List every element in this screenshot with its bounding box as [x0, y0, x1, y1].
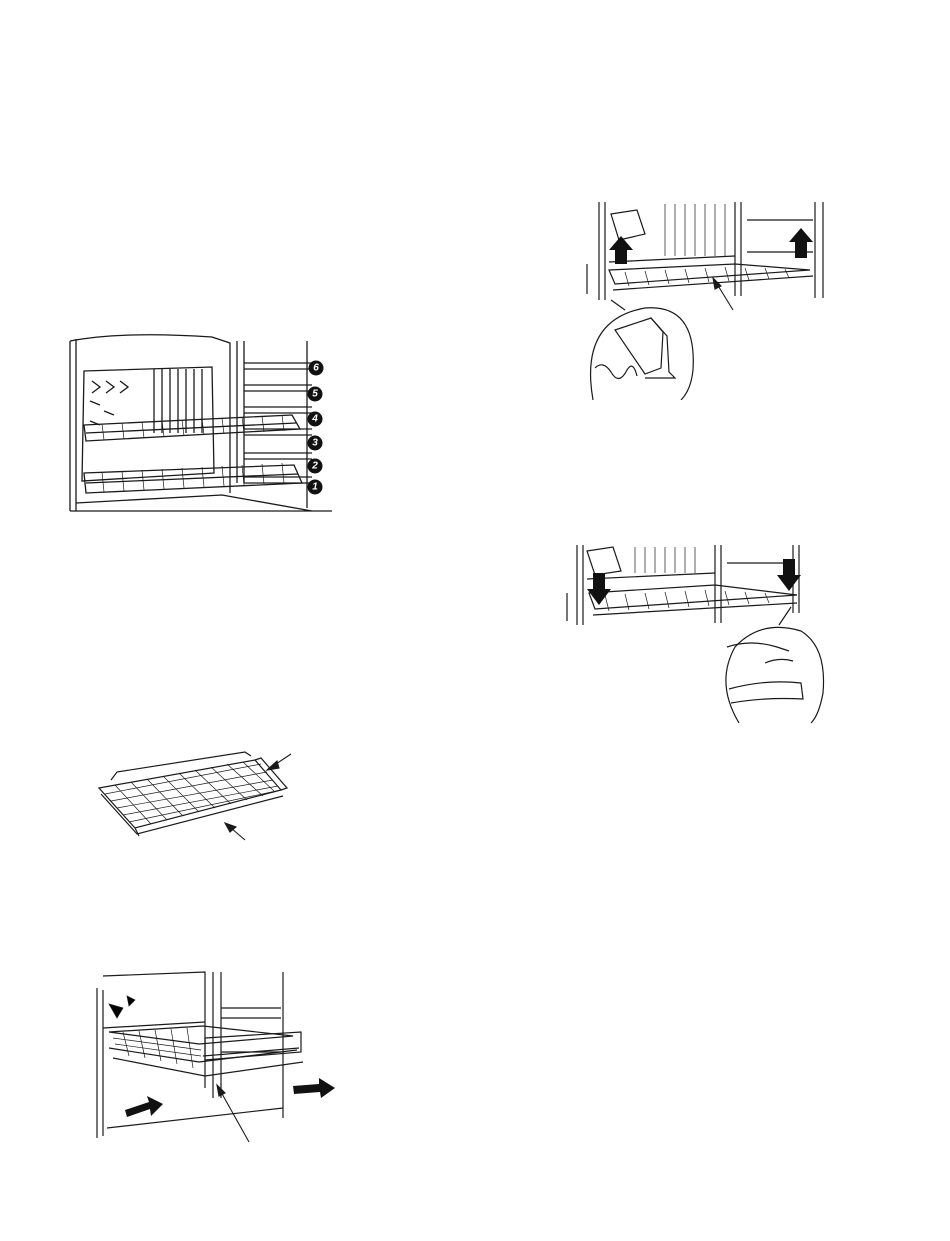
figure-rack-removal	[93, 968, 343, 1143]
rack-position-badge: 5	[308, 387, 323, 402]
pointer-arrow	[217, 1085, 249, 1142]
rack-position-badge: 2	[308, 459, 323, 474]
svg-text:1: 1	[312, 482, 318, 493]
rack-position-badge: 3	[308, 436, 323, 451]
rack-position-badges: 6 5 4 3 2 1	[308, 361, 324, 495]
pointer-arrow	[225, 823, 245, 840]
lower-arrow	[777, 559, 801, 591]
pointer-arrow	[267, 754, 291, 770]
svg-text:3: 3	[312, 438, 318, 449]
figure-extendable-rack	[95, 750, 295, 845]
svg-text:4: 4	[311, 414, 318, 425]
lift-arrow	[609, 236, 633, 264]
pull-arrow	[125, 1096, 163, 1117]
svg-text:6: 6	[313, 363, 319, 374]
rack-position-badge: 6	[309, 361, 324, 376]
detail-inset	[591, 300, 694, 400]
lift-arrow	[789, 228, 813, 258]
figure-rack-lower-down	[565, 543, 827, 725]
detail-inset	[726, 607, 824, 723]
rack-position-badge: 4	[308, 412, 323, 427]
figure-rack-positions: 6 5 4 3 2 1	[62, 333, 340, 515]
svg-text:2: 2	[311, 461, 318, 472]
pull-arrow	[293, 1078, 335, 1098]
rack-position-badge: 1	[308, 480, 323, 495]
figure-rack-lift-up	[585, 200, 830, 400]
svg-text:5: 5	[312, 389, 318, 400]
